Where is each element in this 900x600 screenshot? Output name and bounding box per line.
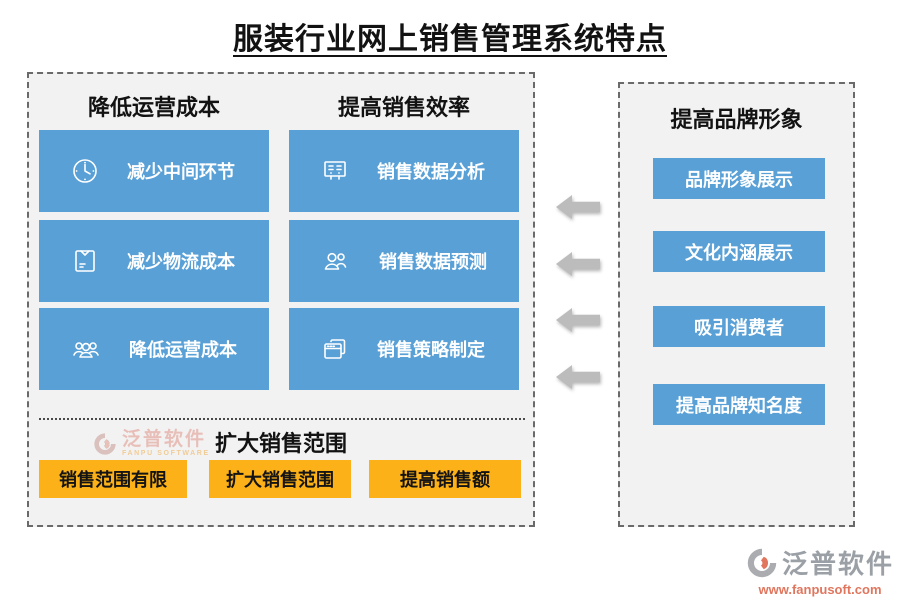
two-people-icon [324, 252, 347, 270]
feature-box: 销售数据分析 [289, 130, 519, 212]
right-panel: 提高品牌形象 品牌形象展示 文化内涵展示 吸引消费者 提高品牌知名度 [618, 82, 855, 527]
fanpu-logo-mark-icon [747, 548, 777, 577]
clock-icon [73, 159, 97, 183]
feature-label: 销售策略制定 [377, 340, 485, 360]
column-header-sales-efficiency: 提高销售效率 [337, 95, 470, 120]
feature-label: 减少物流成本 [127, 252, 235, 272]
section-header-expand-sales: 扩大销售范围 [214, 431, 347, 456]
flow-step: 销售范围有限 [39, 460, 187, 498]
panel-header-brand-image: 提高品牌形象 [670, 107, 803, 132]
footer-logo-website: www.fanpusoft.com [758, 582, 882, 597]
envelope-icon [75, 250, 95, 272]
presentation-board-icon [324, 161, 346, 180]
brand-item: 吸引消费者 [653, 306, 825, 347]
left-arrow-icon [556, 195, 600, 219]
footer-logo-name: 泛普软件 [782, 550, 895, 579]
flow-step: 提高销售额 [369, 460, 521, 498]
dotted-divider [39, 418, 525, 420]
stacked-windows-icon [324, 339, 346, 359]
feature-box: 减少物流成本 [39, 220, 269, 302]
brand-item: 品牌形象展示 [653, 158, 825, 199]
left-arrow-icon [556, 252, 600, 276]
feature-label: 销售数据预测 [379, 252, 487, 272]
feature-label: 销售数据分析 [377, 162, 485, 182]
flow-step: 扩大销售范围 [209, 460, 351, 498]
feature-box: 销售数据预测 [289, 220, 519, 302]
brand-item: 文化内涵展示 [653, 231, 825, 272]
feature-box: 减少中间环节 [39, 130, 269, 212]
footer-logo: 泛普软件 www.fanpusoft.com [746, 544, 894, 597]
left-arrow-icon [556, 308, 600, 332]
feature-label: 降低运营成本 [129, 340, 237, 360]
page-title: 服装行业网上销售管理系统特点 [233, 23, 667, 56]
feature-box: 销售策略制定 [289, 308, 519, 390]
left-arrow-icon [556, 365, 600, 389]
brand-item: 提高品牌知名度 [653, 384, 825, 425]
feature-label: 减少中间环节 [127, 162, 235, 182]
left-panel: 降低运营成本 提高销售效率 减少中间环节 减少物流成本 [27, 72, 535, 527]
feature-box: 降低运营成本 [39, 308, 269, 390]
column-header-reduce-costs: 降低运营成本 [87, 95, 220, 120]
people-group-icon [73, 342, 99, 358]
